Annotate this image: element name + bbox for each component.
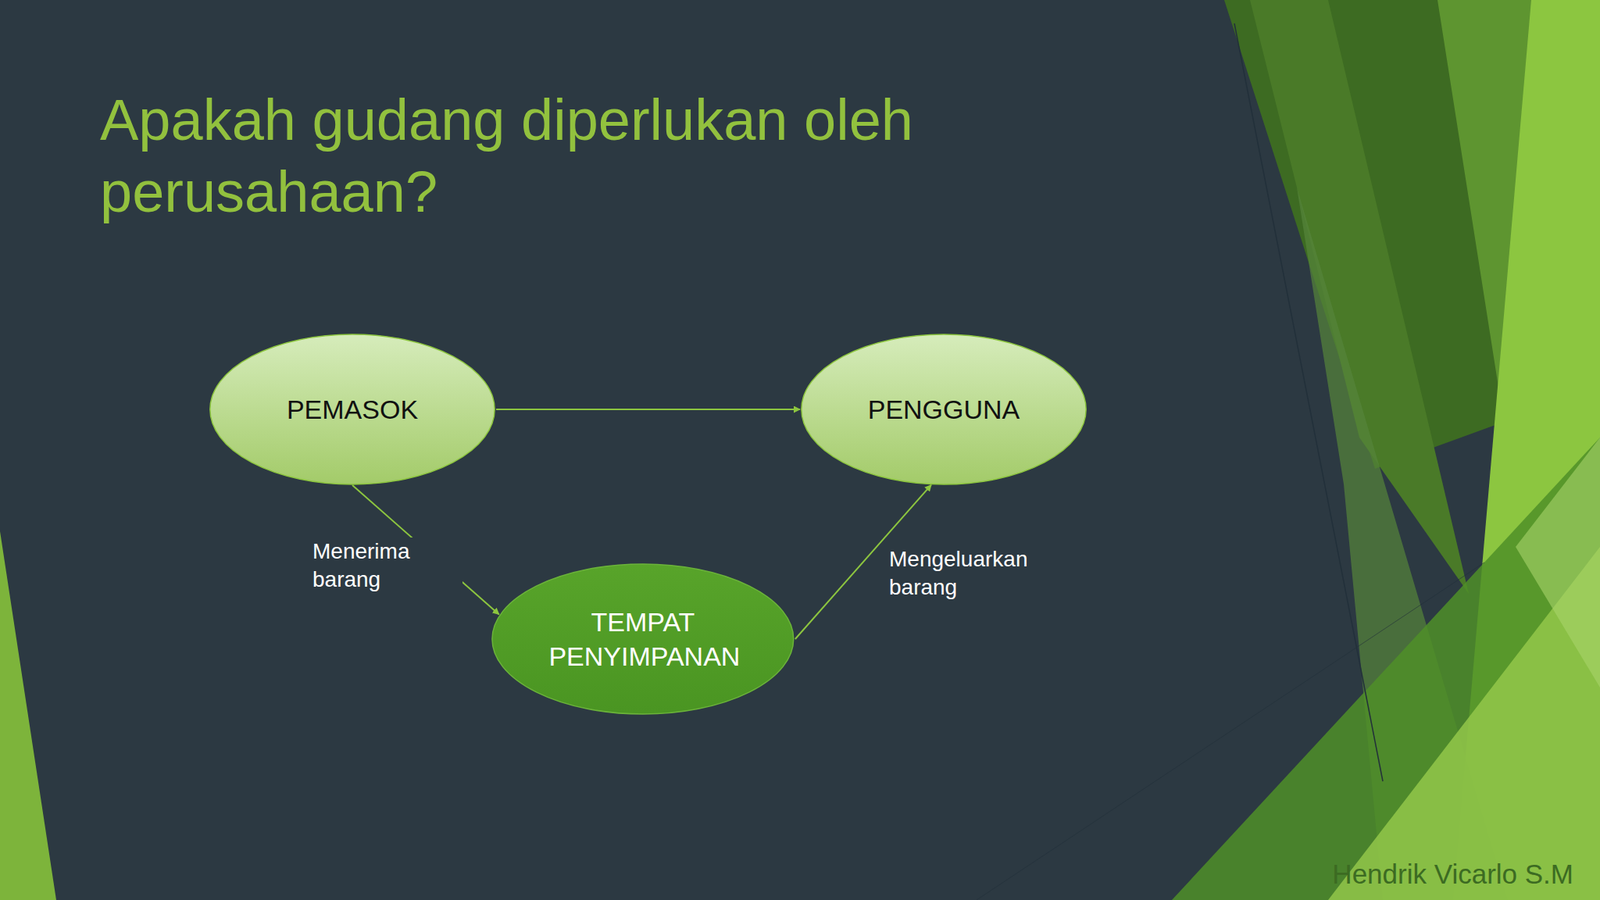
slide-title: Apakah gudang diperlukan oleh perusahaan…	[100, 84, 1022, 229]
ellipse-shape	[210, 334, 495, 485]
author-name: Hendrik Vicarlo S.M	[1332, 857, 1574, 891]
edge-label: Mengeluarkan barang	[887, 545, 1040, 602]
ellipse-outline	[490, 563, 796, 715]
edge-label: Menerima barang	[310, 537, 463, 594]
node-label: PEMASOK	[286, 392, 418, 427]
node-label: PENGGUNA	[867, 392, 1021, 427]
node-text-group: PEMASOK	[286, 392, 418, 427]
left-green-sliver	[0, 531, 57, 900]
green-shard	[1515, 437, 1600, 688]
green-shard	[1171, 437, 1600, 900]
ellipse-shape	[801, 334, 1086, 485]
storage-ellipse: TEMPAT PENYIMPANAN	[490, 563, 796, 715]
thin-line	[976, 562, 1485, 900]
node-text-group: TEMPAT PENYIMPANAN	[548, 604, 737, 674]
node-text-group: PENGGUNA	[867, 392, 1021, 427]
thin-line	[1234, 23, 1383, 782]
ellipse-shape	[492, 564, 794, 715]
entity-ellipse: PEMASOK	[208, 333, 497, 486]
entity-ellipse: PENGGUNA	[800, 333, 1088, 486]
node-label: TEMPAT PENYIMPANAN	[548, 604, 737, 674]
flow-arrow	[496, 408, 800, 411]
